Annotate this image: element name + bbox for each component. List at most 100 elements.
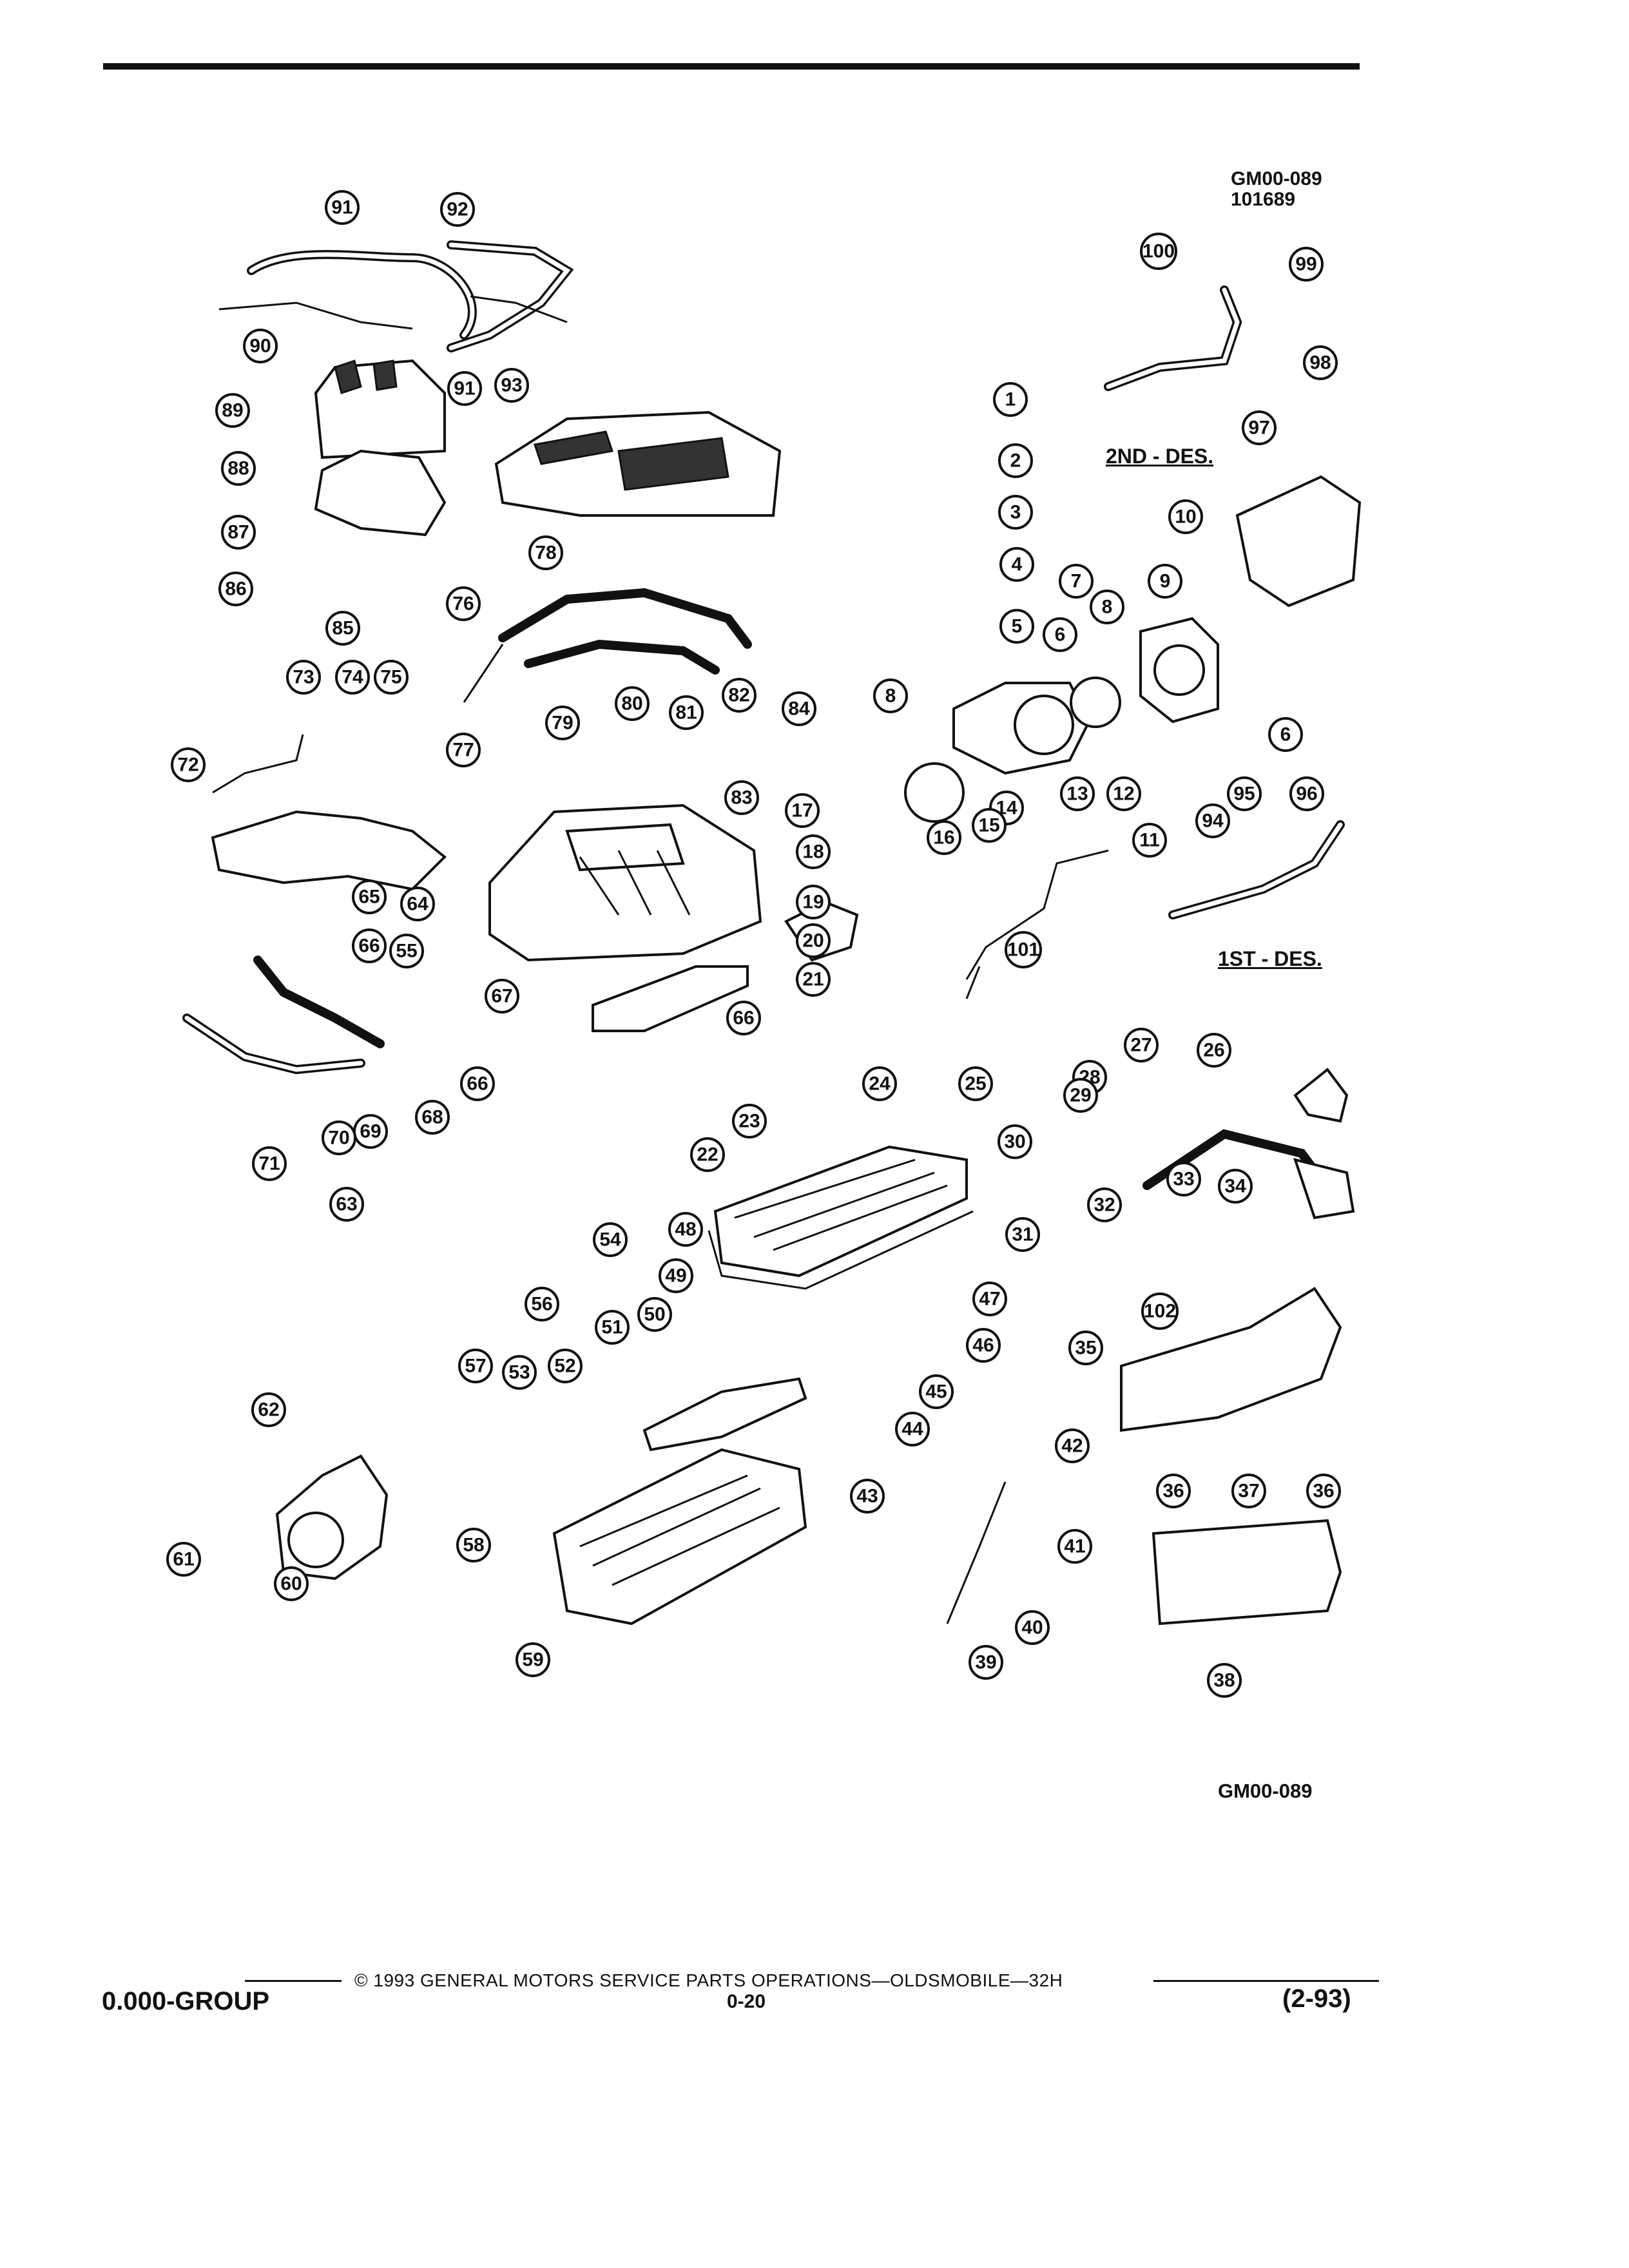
callout-circle [1059, 564, 1094, 599]
callout-number: 73 [293, 667, 314, 688]
callout-number: 77 [452, 740, 474, 761]
callout-number: 47 [979, 1289, 1000, 1310]
callout-circle [166, 1542, 201, 1577]
callout-41: 41 [1057, 1529, 1092, 1564]
callout-circle [1166, 1162, 1201, 1196]
callout-number: 2 [1010, 450, 1021, 472]
callout-number: 36 [1313, 1481, 1334, 1502]
callout-number: 6 [1055, 624, 1066, 646]
callout-75: 75 [374, 660, 409, 695]
callout-number: 72 [177, 754, 198, 776]
callout-number: 80 [621, 693, 642, 715]
callout-circle [690, 1137, 725, 1172]
callout-51: 51 [595, 1310, 630, 1345]
callout-9: 9 [1148, 564, 1182, 599]
callout-35: 35 [1068, 1331, 1103, 1365]
callout-circle [1106, 776, 1141, 811]
callout-circle [215, 393, 250, 428]
callout-59: 59 [516, 1642, 550, 1677]
callout-34: 34 [1218, 1169, 1253, 1204]
callout-circle [1306, 1474, 1341, 1508]
callout-circle [668, 1212, 703, 1247]
callout-6: 6 [1268, 717, 1303, 752]
callout-circle [732, 1104, 767, 1139]
callout-circle [1141, 1293, 1179, 1330]
callout-83: 83 [724, 780, 759, 815]
callout-45: 45 [919, 1374, 954, 1409]
label-2nd-design: 2ND - DES. [1106, 445, 1214, 468]
callout-circle [862, 1066, 897, 1101]
callout-66: 66 [726, 1001, 761, 1035]
callout-circle [329, 1187, 364, 1222]
callout-circle [1303, 345, 1338, 380]
callout-circle [1090, 590, 1124, 624]
callout-100: 100 [1140, 233, 1177, 270]
callout-circle [494, 368, 529, 403]
cylinder-head [552, 1448, 807, 1626]
callout-26: 26 [1197, 1033, 1231, 1068]
callout-circle [1063, 1078, 1098, 1113]
callout-number: 18 [802, 841, 824, 863]
callout-73: 73 [286, 660, 321, 695]
callout-circle [1005, 931, 1042, 968]
callout-circle [446, 586, 481, 621]
callout-number: 12 [1113, 783, 1134, 805]
callout-number: 64 [407, 894, 429, 915]
callout-number: 92 [447, 199, 468, 220]
callout-circle [389, 934, 424, 968]
callout-number: 17 [791, 800, 813, 822]
callout-21: 21 [796, 962, 831, 997]
callout-96: 96 [1289, 776, 1324, 811]
callout-circle [1231, 1474, 1266, 1508]
head-gasket [642, 1377, 807, 1452]
callout-circle [352, 879, 387, 914]
callout-number: 94 [1202, 811, 1224, 832]
callout-circle [485, 979, 519, 1014]
callout-circle [218, 572, 253, 606]
label-1st-design: 1ST - DES. [1218, 947, 1322, 970]
callout-44: 44 [895, 1412, 930, 1446]
callout-64: 64 [400, 887, 435, 921]
callout-number: 44 [901, 1419, 923, 1440]
callout-circle [1197, 1033, 1231, 1068]
left-exhaust-manifold [211, 810, 447, 891]
callout-97: 97 [1242, 410, 1277, 445]
callout-number: 41 [1064, 1536, 1085, 1557]
callout-number: 24 [869, 1073, 891, 1095]
callout-98: 98 [1303, 345, 1338, 380]
callout-number: 54 [599, 1229, 621, 1251]
callout-circle [1195, 803, 1230, 838]
top-rule [103, 63, 1360, 70]
callout-27: 27 [1124, 1028, 1159, 1062]
callout-8: 8 [1090, 590, 1124, 624]
callout-63: 63 [329, 1187, 364, 1222]
callout-circle [1207, 1663, 1242, 1698]
callout-18: 18 [796, 834, 831, 869]
callout-circle [998, 495, 1033, 530]
callout-number: 66 [733, 1008, 754, 1029]
callout-circle [243, 329, 278, 363]
callout-circle [972, 1282, 1007, 1316]
callout-number: 95 [1233, 783, 1255, 805]
callout-number: 66 [467, 1073, 488, 1095]
callout-78: 78 [528, 535, 563, 570]
callout-number: 56 [531, 1294, 552, 1315]
callout-circle [927, 820, 961, 855]
callout-number: 91 [331, 197, 352, 218]
footer-rule-right [1153, 1980, 1379, 1982]
callout-19: 19 [796, 885, 831, 919]
callout-47: 47 [972, 1282, 1007, 1316]
throttle-cable-bracket [1235, 475, 1362, 608]
callout-number: 8 [885, 686, 896, 707]
callout-62: 62 [251, 1392, 286, 1427]
group-number: 0.000-GROUP [102, 1987, 270, 2015]
callout-33: 33 [1166, 1162, 1201, 1196]
callout-52: 52 [548, 1349, 583, 1383]
callout-number: 81 [675, 702, 697, 724]
callout-circle [446, 733, 481, 767]
callout-circle [440, 192, 475, 227]
callout-circle [722, 678, 757, 713]
callout-87: 87 [221, 515, 256, 550]
callout-number: 42 [1061, 1436, 1083, 1457]
